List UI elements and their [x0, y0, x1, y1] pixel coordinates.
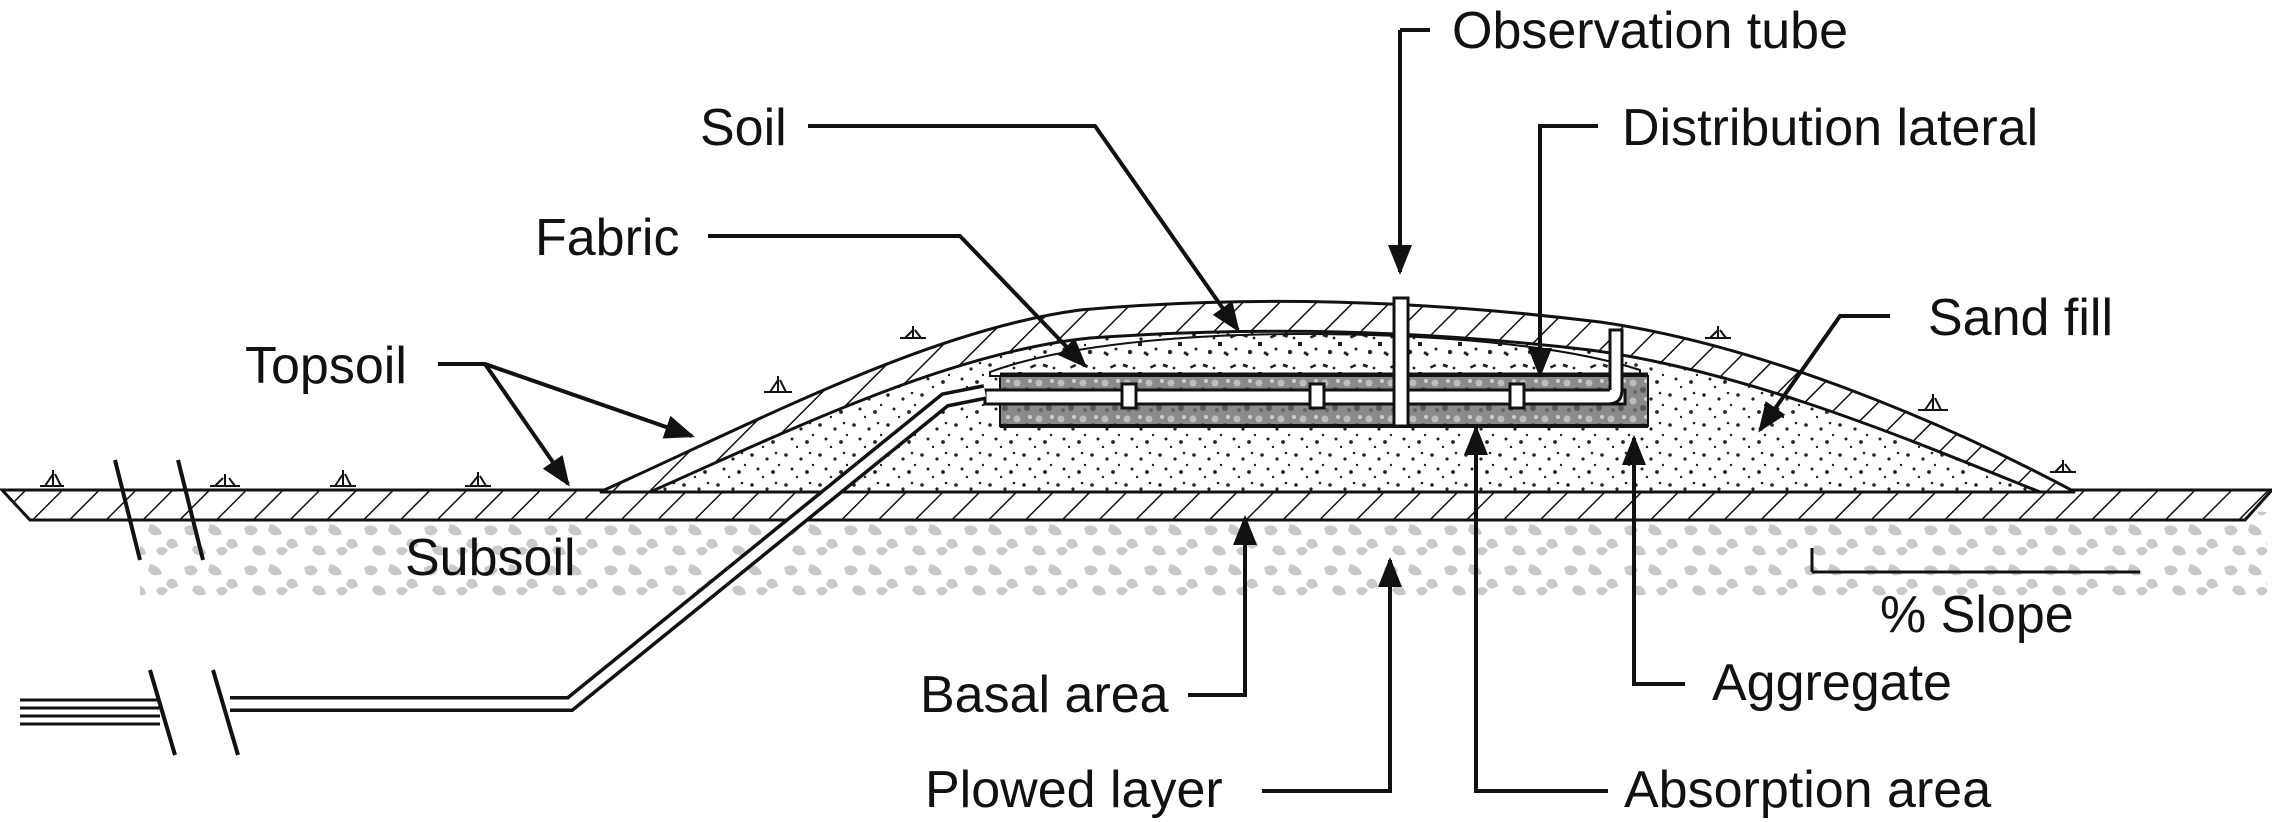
label-soil: Soil	[700, 99, 787, 157]
label-absorption-area: Absorption area	[1624, 761, 1991, 819]
leader-absorption-area	[1464, 425, 1608, 793]
supply-pipe	[20, 384, 987, 726]
label-sand-fill: Sand fill	[1928, 289, 2113, 347]
leader-aggregate	[1622, 435, 1685, 686]
leader-topsoil-mound	[438, 362, 695, 439]
leader-distribution-lateral	[1528, 124, 1598, 378]
distribution-lateral-pipe	[983, 328, 1627, 410]
label-slope: % Slope	[1880, 586, 2074, 644]
label-aggregate: Aggregate	[1712, 654, 1952, 712]
leader-soil	[808, 124, 1240, 333]
leader-basal-area	[1188, 515, 1257, 697]
leader-sand-fill	[1758, 314, 1890, 433]
label-plowed-layer: Plowed layer	[925, 761, 1223, 819]
label-topsoil: Topsoil	[245, 337, 407, 395]
label-observation-tube: Observation tube	[1452, 2, 1848, 60]
label-basal-area: Basal area	[920, 666, 1169, 724]
leader-lines	[438, 28, 1890, 793]
observation-tube	[1392, 296, 1410, 428]
leader-fabric	[708, 234, 1088, 369]
label-distribution-lateral: Distribution lateral	[1622, 99, 2038, 157]
leader-plowed-layer	[1262, 557, 1402, 793]
grass-tufts	[40, 326, 2076, 487]
leader-topsoil-ground	[483, 362, 570, 487]
subsoil-layer	[140, 512, 2267, 600]
break-marks	[113, 459, 240, 756]
label-fabric: Fabric	[535, 209, 679, 267]
ground-topsoil-layer	[0, 488, 2272, 522]
label-subsoil: Subsoil	[405, 529, 576, 587]
